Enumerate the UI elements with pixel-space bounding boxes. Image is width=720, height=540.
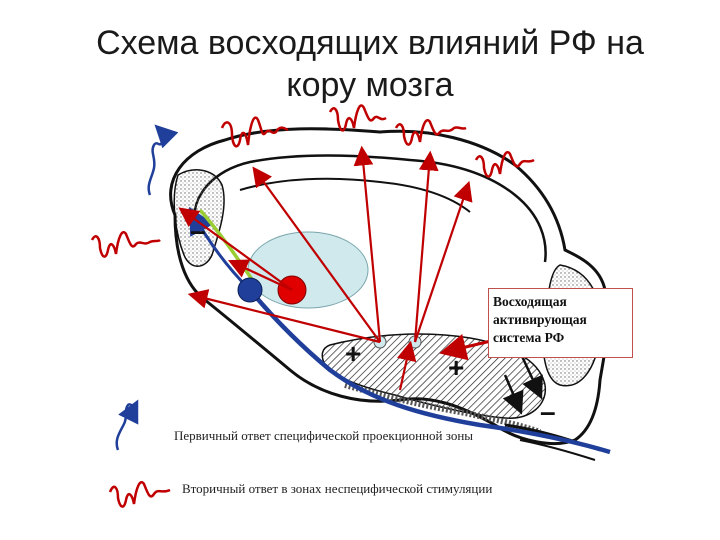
rf-callout-box: Восходящая активирующая система РФ xyxy=(488,288,633,358)
red-arrow-8 xyxy=(396,340,417,391)
legend-primary-icon xyxy=(115,399,139,451)
specific-pathway-line xyxy=(248,288,611,455)
legend-secondary-label: Вторичный ответ в зонах неспецифической … xyxy=(182,481,493,496)
red-arrow-3 xyxy=(187,289,381,344)
primary-response-trace xyxy=(147,124,179,196)
plus-sign-left: + xyxy=(345,338,362,369)
secondary-response-trace-4 xyxy=(474,151,535,178)
red-arrow-1 xyxy=(178,207,293,291)
secondary-response-trace-1 xyxy=(220,116,289,148)
secondary-response-trace-3 xyxy=(394,119,467,146)
sensory-input-arrow-1 xyxy=(518,351,543,400)
red-arrow-4 xyxy=(252,166,381,343)
legend-primary-label: Первичный ответ специфической проекционн… xyxy=(174,428,474,443)
minus-sign-frontal: – xyxy=(190,215,206,246)
brainstem-dotted-band xyxy=(344,382,541,435)
callout-line-2: активирующая xyxy=(493,312,587,327)
callout-line-1: Восходящая xyxy=(493,294,567,309)
red-arrow-5 xyxy=(353,145,382,343)
title-line-2: кору мозга xyxy=(286,66,454,104)
specific-relay-nucleus xyxy=(237,277,263,303)
red-arrow-6 xyxy=(413,150,439,343)
title-line-1: Схема восходящих влияний РФ на xyxy=(96,24,644,62)
inner-cortex-contour xyxy=(193,154,547,263)
callout-line-3: система РФ xyxy=(493,330,565,345)
secondary-response-trace-5 xyxy=(90,231,161,258)
red-arrow-2 xyxy=(228,259,293,291)
legend-secondary-icon xyxy=(108,481,171,508)
secondary-response-trace-2 xyxy=(328,104,387,132)
minus-sign-brainstem: – xyxy=(540,396,556,427)
sensory-input-arrow-2 xyxy=(502,374,524,415)
slide-title: Схема восходящих влияний РФ на кору мозг… xyxy=(60,22,680,106)
red-arrow-7 xyxy=(413,180,473,343)
spinal-cord-inner xyxy=(519,439,596,461)
callout-pointer-arrow xyxy=(439,333,496,361)
plus-sign-right: + xyxy=(448,352,465,383)
cortex-outline xyxy=(169,127,610,445)
sulcus-line xyxy=(239,177,471,213)
